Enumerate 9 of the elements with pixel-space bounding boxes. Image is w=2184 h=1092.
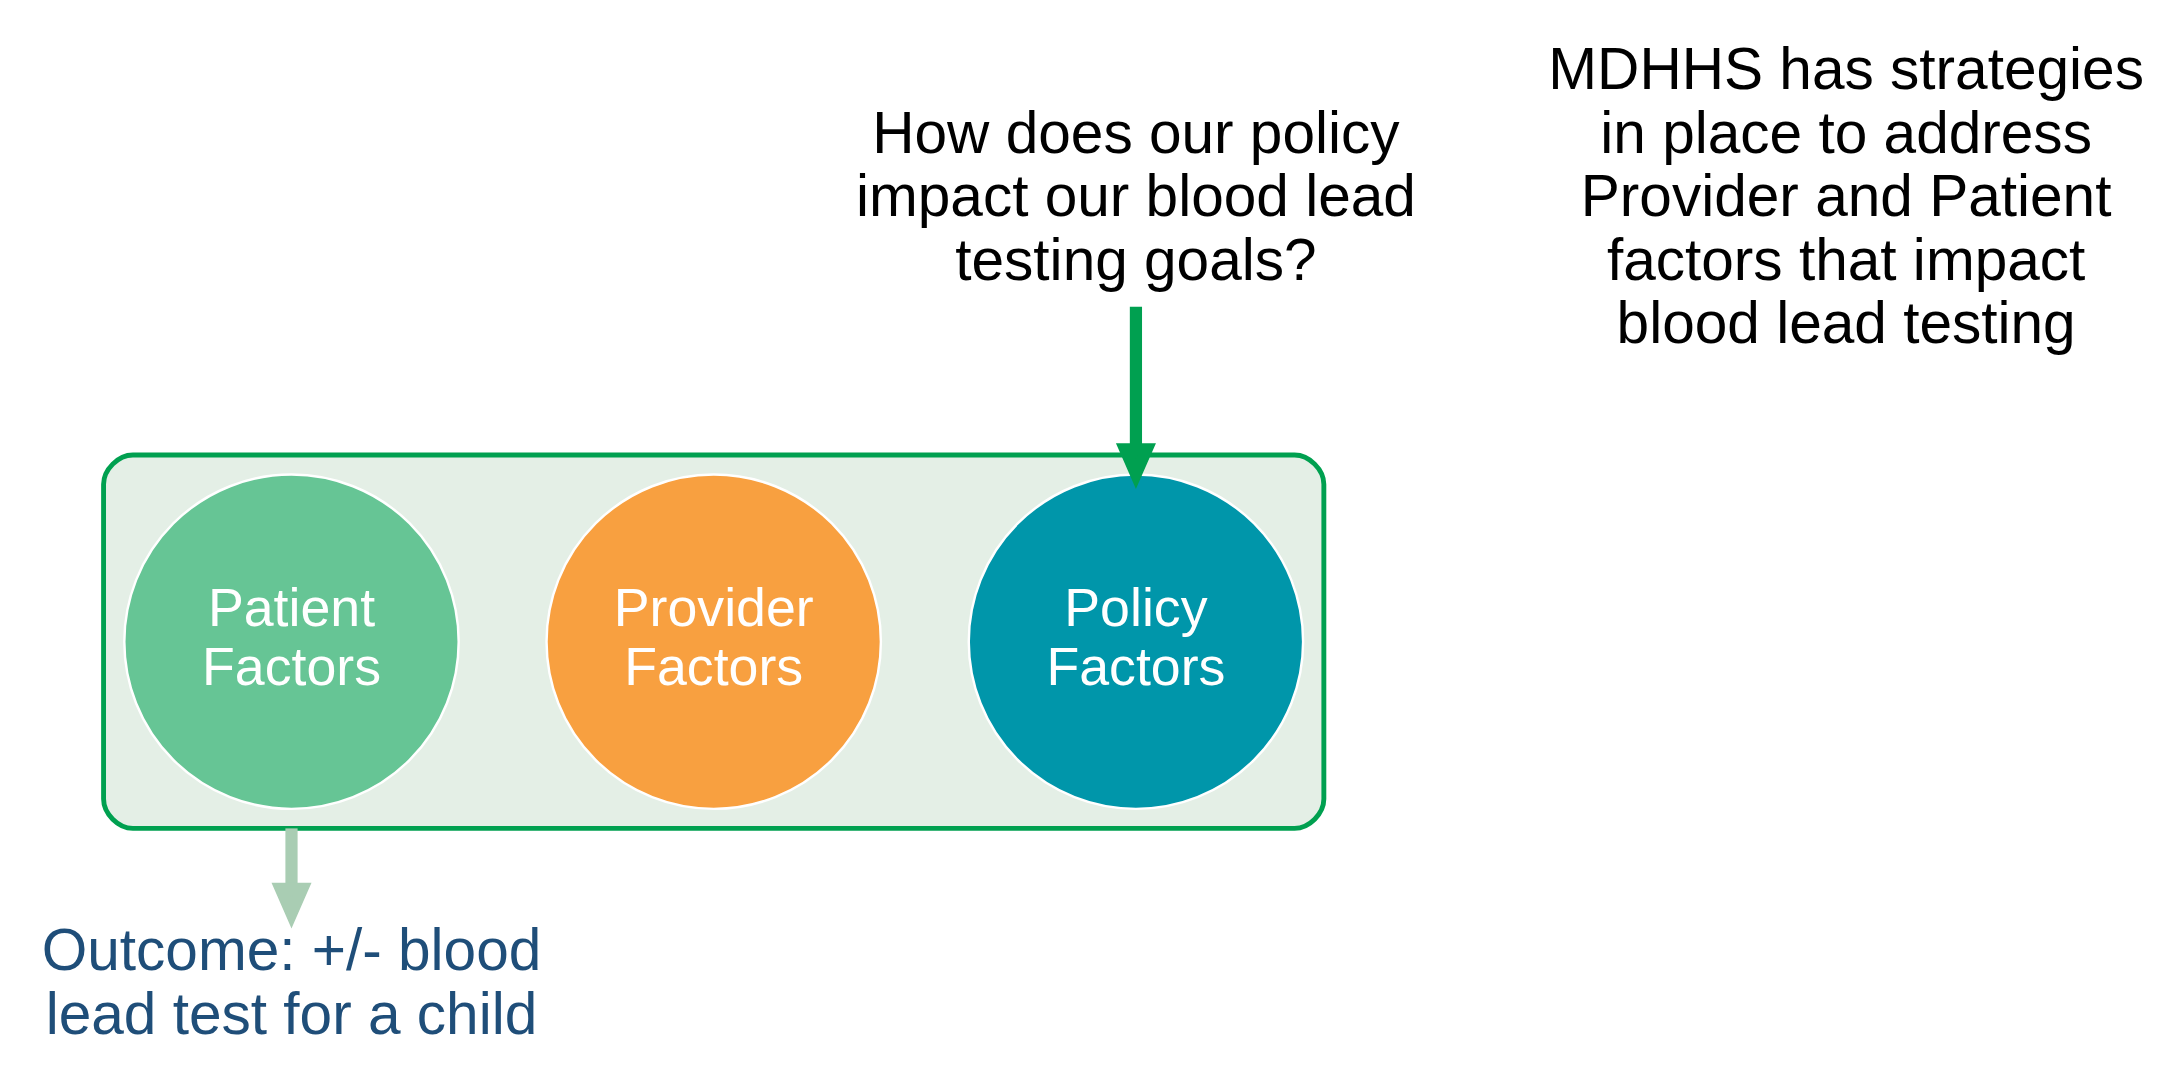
cluster <box>101 452 1327 831</box>
arrow <box>271 827 312 928</box>
node-circle: Policy Factors <box>967 472 1305 810</box>
node-text: How does our policy impact our blood lead testing goals? <box>855 99 1416 292</box>
node-circle: Provider Factors <box>545 472 883 810</box>
node-circle: Patient Factors <box>123 472 460 810</box>
label: MDHHS has strategies in place to address Provider and Patient factors that impact blood lead testing <box>1548 35 2144 355</box>
node-text: Outcome: +/- blood lead test for a child <box>41 916 542 1046</box>
arrow <box>1115 306 1156 489</box>
